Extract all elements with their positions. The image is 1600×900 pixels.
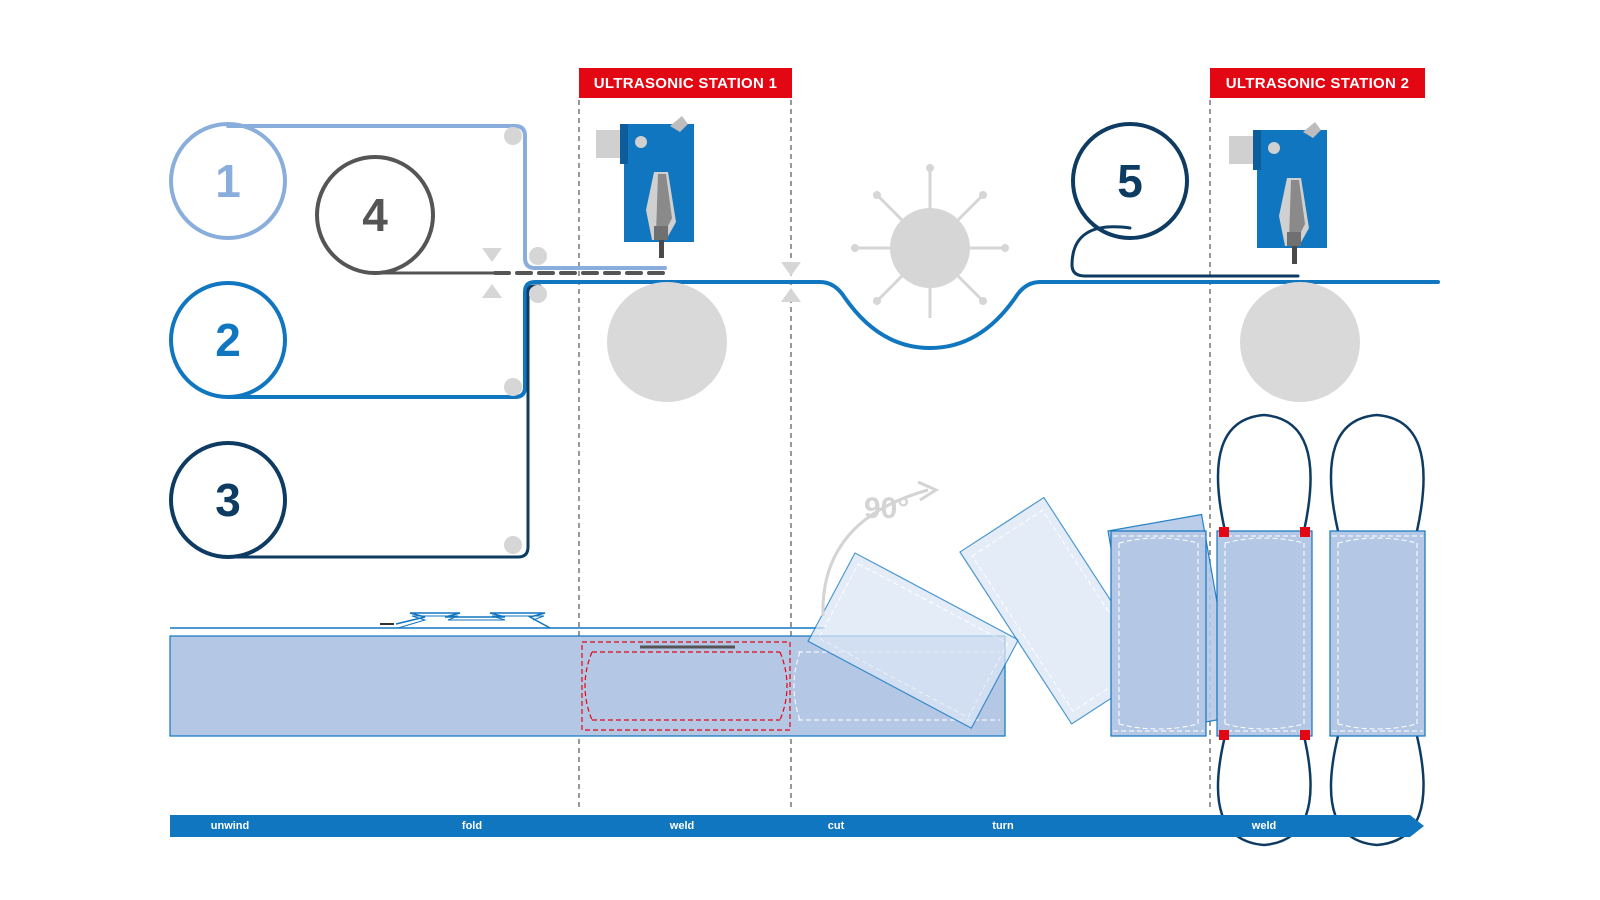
cutter-wheel — [851, 164, 1009, 318]
step-unwind: unwind — [210, 820, 250, 832]
station-1-label: ULTRASONIC STATION 1 — [579, 68, 792, 98]
rotation-arrowhead-icon — [917, 480, 940, 502]
roll-3-number: 3 — [215, 474, 241, 526]
ultrasonic-sonotrode-2-icon — [1229, 122, 1327, 264]
web-roll-5 — [1070, 225, 1300, 278]
guide-rollers — [504, 127, 547, 554]
roll-5-number: 5 — [1117, 155, 1143, 207]
pinch-markers — [482, 248, 801, 302]
process-timeline-bar — [170, 815, 1424, 837]
step-weld-1: weld — [669, 820, 695, 832]
anvil-roller-1 — [607, 282, 727, 402]
web-roll-1 — [226, 124, 667, 270]
web-roll-2 — [226, 280, 1440, 399]
station-2-label: ULTRASONIC STATION 2 — [1210, 68, 1425, 98]
ultrasonic-sonotrode-1-icon — [596, 116, 694, 258]
rotation-angle-label: 90° — [864, 492, 910, 525]
step-fold: fold — [461, 820, 483, 832]
roll-2 — [169, 281, 287, 399]
step-cut: cut — [827, 820, 845, 832]
anvil-roller-2 — [1240, 282, 1360, 402]
roll-1-number: 1 — [215, 155, 241, 207]
step-turn: turn — [992, 820, 1014, 832]
roll-3 — [169, 441, 287, 559]
roll-2-number: 2 — [215, 314, 241, 366]
roll-4-number: 4 — [362, 189, 388, 241]
finished-mask-2 — [1329, 413, 1426, 847]
roll-1 — [169, 122, 287, 240]
web-paths — [226, 124, 1440, 559]
roll-4 — [315, 155, 435, 275]
weld-outline-station-1 — [581, 641, 791, 731]
web-roll-3 — [226, 284, 542, 559]
turning-masks — [807, 496, 1238, 737]
step-weld-2: weld — [1251, 820, 1277, 832]
finished-mask-1 — [1216, 413, 1313, 847]
roll-5 — [1071, 122, 1189, 240]
rotation-arrow-icon — [821, 488, 929, 617]
material-rolls — [169, 122, 1189, 559]
